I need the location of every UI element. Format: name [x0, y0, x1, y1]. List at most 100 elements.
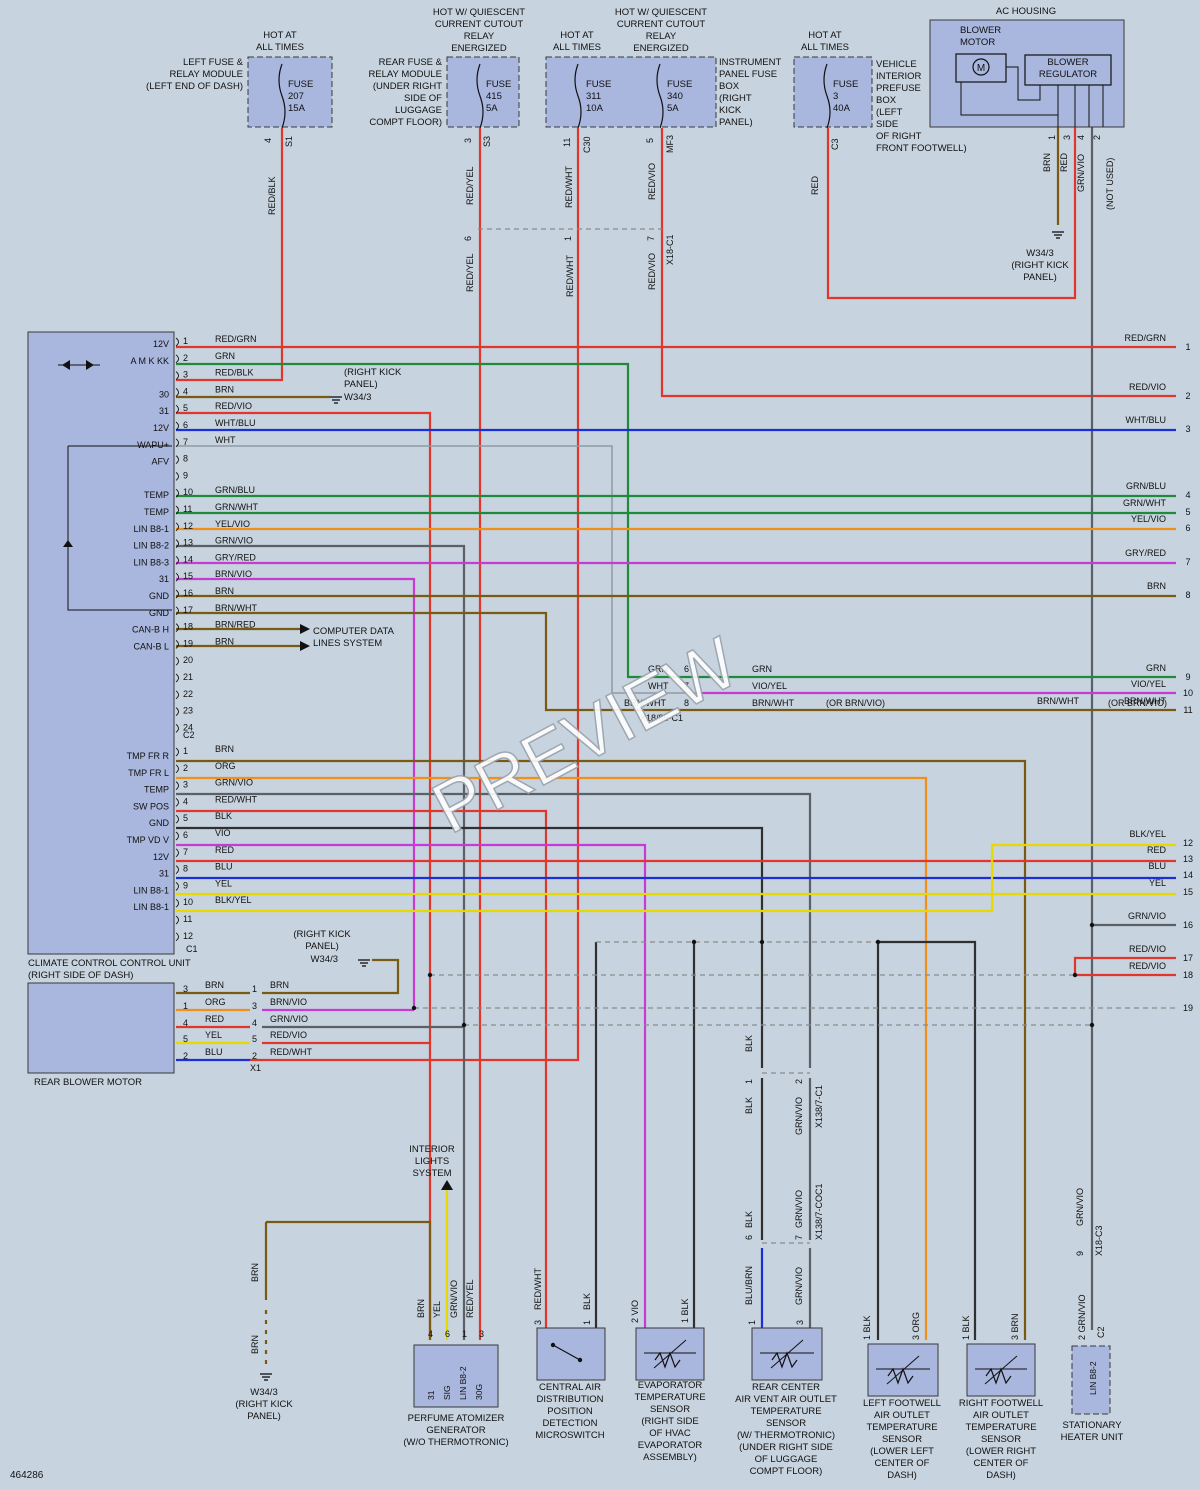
ccu-pin-function: 12V	[153, 423, 169, 433]
wire-label: BLK	[582, 1293, 592, 1310]
pin-number: 9	[183, 470, 188, 480]
wire-label: 1 BLK	[862, 1315, 872, 1340]
component-name: DISTRIBUTION	[536, 1394, 603, 1405]
interior-lights-label: SYSTEM	[412, 1168, 451, 1179]
wire-vio-c1	[176, 843, 647, 1330]
pin-number: 9	[183, 880, 188, 890]
pin-number: 1	[582, 1320, 592, 1325]
pin-number: 18	[183, 622, 193, 632]
wire-label: YEL/VIO	[215, 519, 250, 529]
component-name: CENTER OF	[875, 1458, 930, 1469]
wire-label: RED/VIO	[647, 163, 657, 200]
fuse-symbol	[574, 63, 582, 129]
blower-regulator-box	[1024, 54, 1112, 86]
wire-label: RED/BLK	[267, 176, 277, 215]
fuse-box-description: SIDE	[876, 119, 898, 130]
wire-reference-number: 5	[1185, 507, 1190, 517]
connector-symbol	[175, 915, 179, 925]
wire-label: BLU	[215, 862, 233, 872]
fuse-label: 5A	[667, 103, 679, 114]
ccu-pin-function: CAN-B H	[132, 625, 169, 635]
wire-label: VIO/YEL	[752, 681, 787, 691]
component-name: PERFUME ATOMIZER	[408, 1413, 505, 1424]
component-name: AIR VENT AIR OUTLET	[735, 1394, 837, 1405]
wire-brn-rear-ground	[262, 958, 400, 995]
splice-dot	[691, 939, 697, 945]
wire-label: RED/BLK	[215, 368, 254, 378]
pin-number: 24	[183, 722, 193, 732]
connector-symbol	[175, 707, 179, 716]
component-name: REAR CENTER	[752, 1382, 820, 1393]
fuse-box-description: PANEL)	[719, 117, 753, 128]
wire-label: 3 BRN	[1010, 1313, 1020, 1340]
wire-label: YEL	[205, 1030, 222, 1040]
pin-number: 3	[183, 984, 188, 994]
wire-grn-vio-lin	[176, 544, 466, 1340]
wire-label: GRN/VIO	[1076, 154, 1086, 192]
wire-red-wht	[250, 128, 580, 1062]
pin-number: 6	[684, 664, 689, 674]
pin-number: 14	[183, 554, 193, 564]
wire-reference-number: 13	[1183, 854, 1193, 864]
internal-wire	[67, 446, 172, 611]
connector-symbol	[175, 865, 179, 874]
connector-symbol	[175, 848, 179, 858]
ccu-pin-function: 31	[159, 406, 169, 416]
component-name: OF LUGGAGE	[755, 1454, 818, 1465]
wire-label: BRN/WHT	[1037, 696, 1079, 706]
pin-number: 2	[183, 353, 188, 363]
wire-label: 3 ORG	[911, 1312, 921, 1340]
wire-label: YEL	[215, 878, 232, 888]
wire-label: GRN/VIO	[215, 536, 253, 546]
pin-number: 13	[183, 538, 193, 548]
pin-number: 1	[563, 236, 573, 241]
wire-label: 2 GRN/VIO	[1077, 1294, 1087, 1340]
wire-reference-number: 12	[1183, 838, 1193, 848]
pin-number: 1	[252, 984, 257, 994]
wire-label: RED/WHT	[564, 166, 574, 208]
component-name: DASH)	[887, 1470, 917, 1481]
fuse-label: 5A	[486, 103, 498, 114]
connector-symbol	[175, 556, 179, 565]
power-source-heading: HOT AT	[808, 30, 842, 41]
ccu-pin-function: TEMP	[144, 490, 169, 500]
wire-brn-wht	[176, 611, 1176, 712]
pin-number: 7	[183, 437, 188, 447]
wire-label: GRN/VIO	[794, 1097, 804, 1135]
diode-icon	[62, 360, 70, 370]
wire-reference-number: 4	[1185, 490, 1190, 500]
wire-label: BRN/RED	[215, 620, 256, 630]
ccu-pin-function: LIN B8-1	[133, 902, 169, 912]
pin-number: 3	[1062, 135, 1072, 140]
ccu-name: (RIGHT SIDE OF DASH)	[28, 970, 133, 981]
wire-label: BLK	[744, 1211, 754, 1228]
component-name: HEATER UNIT	[1061, 1432, 1124, 1443]
wire-label: GRN	[648, 664, 668, 674]
ac-housing-title: AC HOUSING	[996, 6, 1056, 17]
component-name: POSITION	[547, 1406, 593, 1417]
connector-symbol	[175, 606, 179, 616]
thermistor-icon	[984, 1355, 1018, 1385]
wire-label: GRN	[752, 664, 772, 674]
splice-dot	[427, 972, 433, 978]
rear-blower-motor	[27, 982, 175, 1074]
connector-symbol	[175, 640, 179, 649]
connector-symbol	[175, 337, 179, 347]
connector-symbol	[175, 472, 179, 481]
pin-number: 5	[183, 403, 188, 413]
pin-number: 2	[183, 1051, 188, 1061]
ground-note: PANEL)	[305, 941, 339, 952]
fuse-box-description: SIDE OF	[404, 93, 442, 104]
wire-red-vio	[660, 128, 1176, 398]
wire-reference-label: BLK/YEL	[1129, 829, 1166, 839]
component-name: (RIGHT SIDE	[641, 1416, 698, 1427]
fuse-label: 311	[586, 91, 601, 102]
ground-note: W34/3	[311, 954, 338, 965]
pin-number: 1	[1047, 135, 1057, 140]
ccu-pin-function: GND	[149, 591, 170, 601]
component-name: LEFT FOOTWELL	[863, 1398, 941, 1409]
can-note: LINES SYSTEM	[313, 638, 382, 649]
switch-contact	[577, 1357, 583, 1363]
wire-reference-label: BLU	[1148, 861, 1166, 871]
